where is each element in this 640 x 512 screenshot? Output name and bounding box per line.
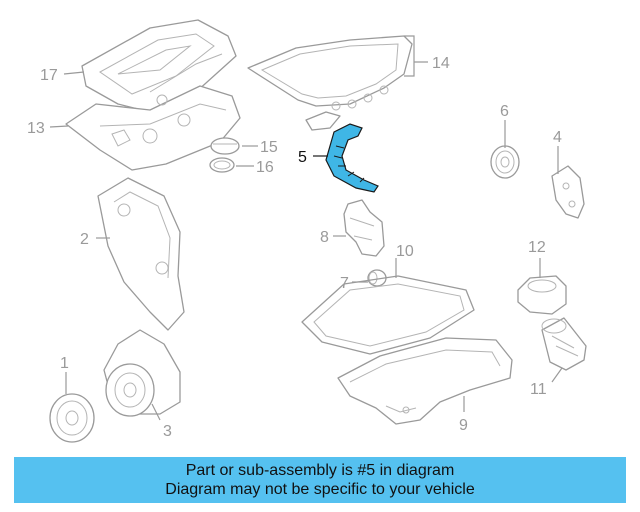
callout-6: 6 [500, 103, 509, 120]
callout-15: 15 [260, 139, 278, 156]
part-5-chain-guide-highlighted[interactable] [325, 123, 379, 193]
callout-12: 12 [528, 239, 546, 256]
callout-11: 11 [530, 381, 547, 398]
callout-labels: 17 13 15 16 14 5 6 4 2 8 10 7 12 11 9 3 … [27, 55, 562, 440]
part-12-filter-housing[interactable] [517, 275, 567, 315]
callout-17: 17 [40, 67, 58, 84]
part-15-cap[interactable] [210, 137, 240, 155]
part-1-crank-pulley[interactable] [49, 393, 95, 443]
part-6-pulley[interactable] [490, 145, 520, 179]
part-2-timing-cover[interactable] [97, 177, 185, 331]
part-9-oil-pan[interactable] [337, 337, 513, 425]
part-4-bracket[interactable] [551, 165, 585, 219]
leader-lines [49, 35, 563, 421]
parts-diagram: 17 13 15 16 14 5 6 4 2 8 10 7 12 11 9 3 … [27, 19, 587, 443]
part-14-gasket[interactable] [247, 35, 413, 131]
callout-4: 4 [553, 129, 562, 146]
callout-1: 1 [60, 355, 69, 372]
callout-8: 8 [320, 229, 329, 246]
part-8-tensioner[interactable] [343, 199, 385, 257]
callout-2: 2 [80, 231, 89, 248]
callout-16: 16 [256, 159, 274, 176]
info-banner: Part or sub-assembly is #5 in diagram Di… [14, 457, 626, 503]
callout-3: 3 [163, 423, 172, 440]
callout-5: 5 [298, 149, 307, 166]
part-16-seal-ring[interactable] [209, 157, 235, 173]
part-3-pulley-cover[interactable] [103, 329, 181, 417]
callout-7: 7 [340, 275, 349, 292]
banner-line-2: Diagram may not be specific to your vehi… [165, 481, 475, 498]
callout-9: 9 [459, 417, 468, 434]
banner-line-1: Part or sub-assembly is #5 in diagram [185, 462, 455, 479]
part-10-pan-gasket[interactable] [301, 275, 475, 355]
callout-10: 10 [396, 243, 414, 260]
callout-13: 13 [27, 120, 45, 137]
part-11-oil-filter[interactable] [541, 317, 587, 371]
callout-14: 14 [432, 55, 450, 72]
part-13-cylinder-head[interactable] [65, 85, 241, 171]
